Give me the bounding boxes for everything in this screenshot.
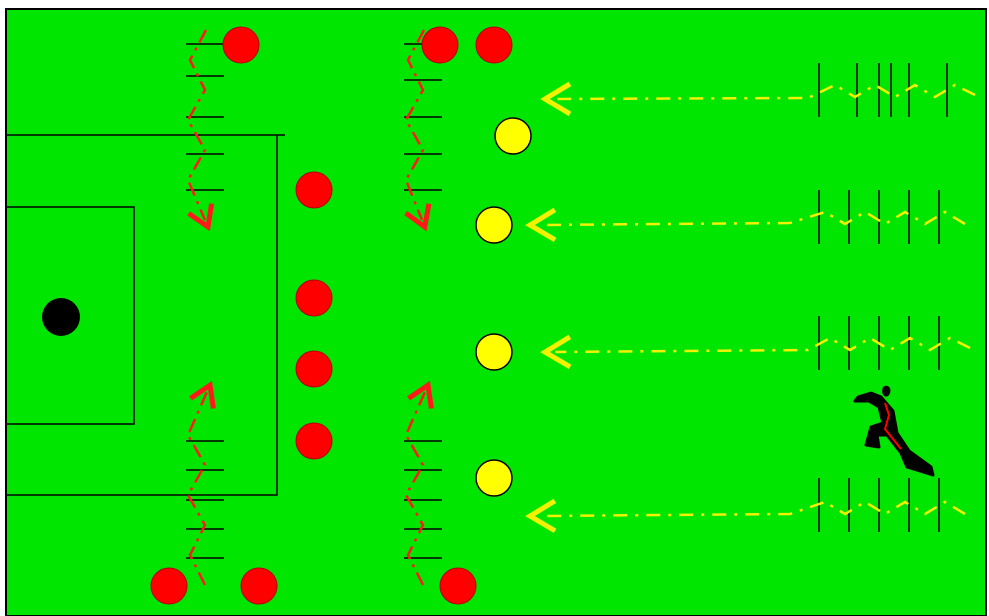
- red-player: [296, 172, 332, 208]
- red-player: [241, 568, 277, 604]
- ball-icon: [42, 298, 80, 336]
- yellow-player: [476, 460, 512, 496]
- red-player: [440, 568, 476, 604]
- red-player: [151, 568, 187, 604]
- red-player: [296, 423, 332, 459]
- red-player: [422, 27, 458, 63]
- yellow-player: [476, 334, 512, 370]
- pitch: [6, 9, 986, 616]
- yellow-player: [476, 207, 512, 243]
- yellow-player: [495, 118, 531, 154]
- red-player: [476, 27, 512, 63]
- red-player: [296, 351, 332, 387]
- red-player: [223, 27, 259, 63]
- red-player: [296, 280, 332, 316]
